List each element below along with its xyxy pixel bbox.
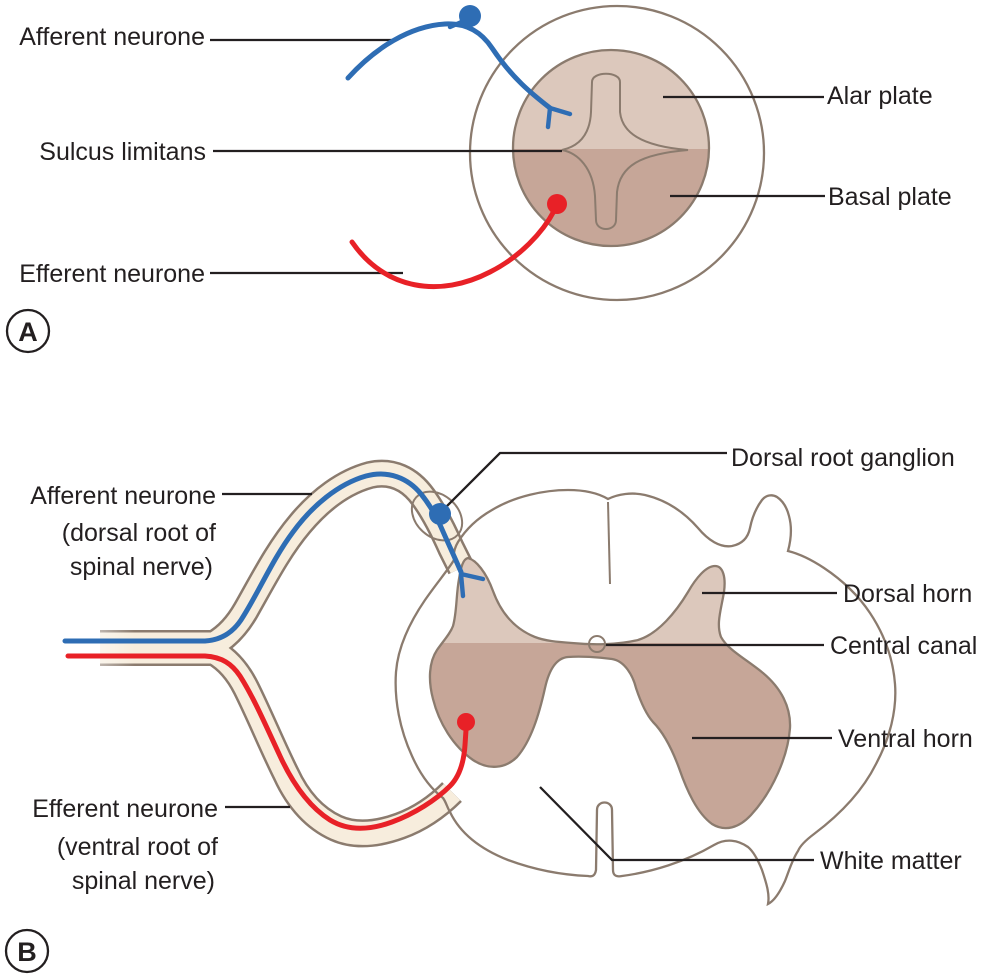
dorsal-root-ganglion-leader	[442, 451, 727, 511]
afferent-cell-body-b	[429, 503, 451, 525]
efferent-neurone-fibre-b	[65, 653, 469, 831]
panel-b-leaders	[442, 451, 837, 862]
afferent-cell-body-a	[459, 5, 481, 27]
label-dorsal-horn: Dorsal horn	[843, 580, 972, 608]
label-dorsal-root-ganglion: Dorsal root ganglion	[731, 444, 955, 472]
label-white-matter: White matter	[820, 847, 962, 875]
label-efferent-neurone-b-line1: Efferent neurone	[32, 795, 218, 823]
grey-matter-butterfly	[428, 556, 792, 830]
label-afferent-neurone-a: Afferent neurone	[19, 23, 205, 51]
panel-a-badge	[5, 308, 51, 354]
basal-plate-region	[513, 149, 709, 246]
white-matter-region	[394, 488, 897, 907]
label-efferent-neurone-a: Efferent neurone	[19, 260, 205, 288]
efferent-cell-body-b	[457, 713, 475, 731]
afferent-neurone-fibre-b	[62, 471, 464, 644]
label-basal-plate: Basal plate	[828, 183, 952, 211]
panel-b-badge	[4, 928, 50, 974]
ventral-horn-region	[429, 643, 791, 829]
afferent-neurone-fibre-a	[345, 21, 553, 111]
label-ventral-horn: Ventral horn	[838, 725, 973, 753]
white-matter-leader	[539, 786, 814, 862]
neural-canal-lumen	[561, 72, 689, 230]
label-alar-plate: Alar plate	[827, 82, 933, 110]
label-afferent-neurone-b-line3: spinal nerve)	[70, 553, 213, 581]
neural-tube-outer-ring	[468, 4, 766, 302]
label-sulcus-limitans: Sulcus limitans	[39, 138, 206, 166]
panel-a-neural-tube: Afferent neurone Sulcus limitans Efferen…	[5, 4, 952, 354]
afferent-terminal-fork-a	[545, 105, 573, 130]
label-afferent-neurone-b-line1: Afferent neurone	[30, 482, 216, 510]
label-central-canal: Central canal	[830, 632, 977, 660]
label-efferent-neurone-b-line2: (ventral root of	[57, 833, 218, 861]
label-afferent-neurone-b-line2: (dorsal root of	[62, 519, 216, 547]
dorsal-median-septum	[607, 501, 611, 585]
efferent-cell-body-a	[547, 194, 567, 214]
panel-b-spinal-cord: Afferent neurone (dorsal root of spinal …	[4, 444, 977, 974]
label-efferent-neurone-b-line3: spinal nerve)	[72, 867, 215, 895]
spinal-nerve-cut-fade	[55, 612, 135, 688]
efferent-neurone-fibre-a	[349, 208, 557, 290]
dorsal-horn-region	[442, 558, 726, 643]
grey-matter-outline	[428, 556, 792, 830]
mantle-outline	[511, 48, 711, 248]
alar-plate-region	[513, 50, 709, 149]
central-canal	[588, 635, 606, 653]
panel-a-letter: A	[18, 317, 38, 347]
afferent-terminal-fork-b	[458, 571, 486, 599]
panel-b-letter: B	[17, 937, 37, 967]
